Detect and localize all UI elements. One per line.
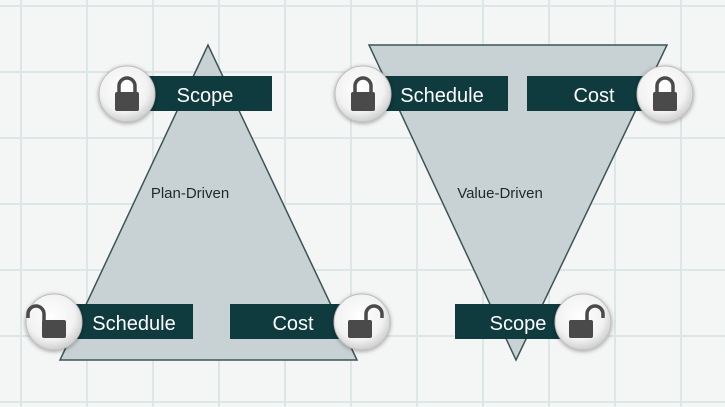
value-driven-diagram: Value-Driven Schedule Cost Scope bbox=[334, 44, 694, 362]
padlock-unlocked-icon bbox=[333, 293, 391, 351]
plan-driven-triangle bbox=[58, 43, 359, 361]
plan-driven-diagram: Plan-Driven Scope Schedule Cost bbox=[25, 43, 391, 361]
plan-schedule-constraint: Schedule bbox=[25, 293, 193, 351]
plan-scope-label: Scope bbox=[177, 85, 234, 107]
plan-cost-constraint: Cost bbox=[230, 293, 391, 351]
value-scope-constraint: Scope bbox=[455, 293, 612, 351]
plan-driven-label: Plan-Driven bbox=[151, 185, 229, 202]
plan-scope-constraint: Scope bbox=[98, 65, 272, 123]
value-schedule-label: Schedule bbox=[400, 85, 483, 107]
plan-cost-label: Cost bbox=[272, 313, 314, 335]
value-scope-label: Scope bbox=[490, 313, 547, 335]
padlock-locked-icon bbox=[98, 65, 156, 123]
value-schedule-tag bbox=[374, 76, 508, 111]
value-driven-label: Value-Driven bbox=[457, 185, 543, 202]
value-driven-triangle bbox=[367, 44, 669, 362]
value-schedule-constraint: Schedule bbox=[334, 65, 508, 123]
value-cost-label: Cost bbox=[573, 85, 615, 107]
plan-schedule-label: Schedule bbox=[92, 313, 175, 335]
padlock-locked-icon bbox=[334, 65, 392, 123]
padlock-unlocked-icon bbox=[25, 293, 83, 351]
padlock-unlocked-icon bbox=[554, 293, 612, 351]
padlock-locked-icon bbox=[636, 65, 694, 123]
value-cost-constraint: Cost bbox=[527, 65, 694, 123]
